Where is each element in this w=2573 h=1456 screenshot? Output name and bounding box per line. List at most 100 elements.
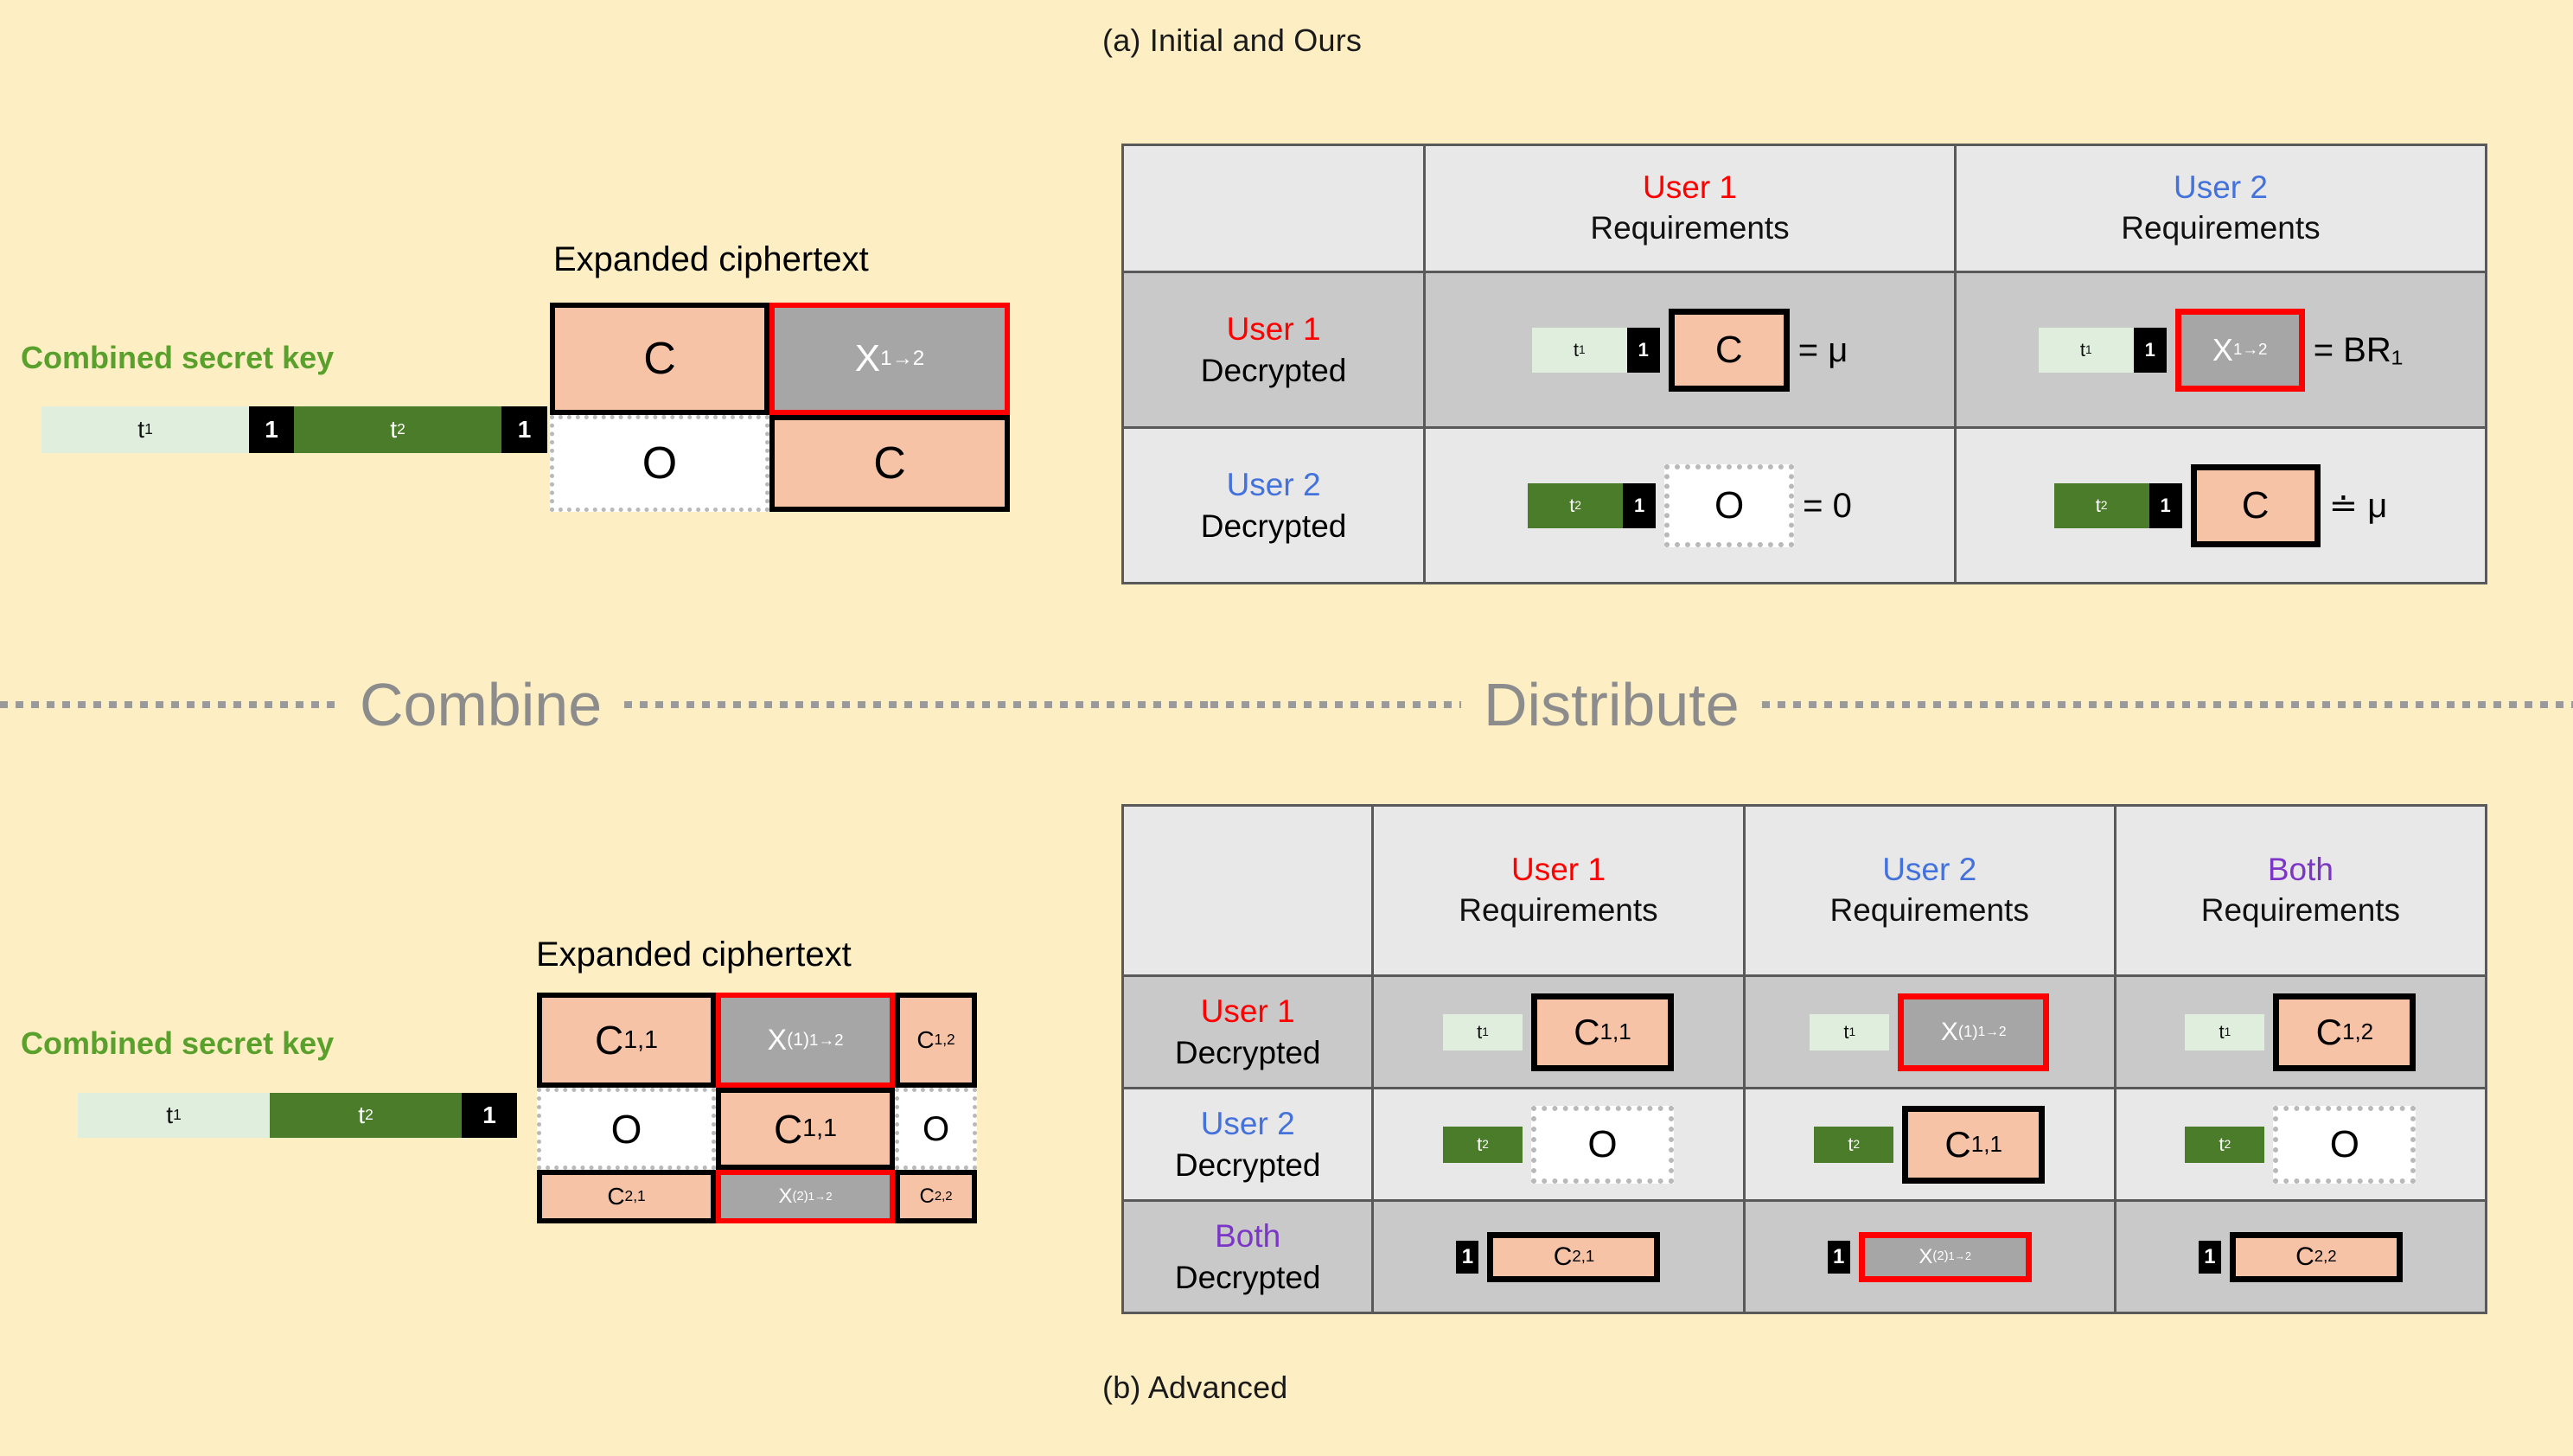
box-text: C (2241, 483, 2270, 527)
matrix-cell-text: C (916, 1026, 935, 1053)
matrix-cell-superscript: (1) (787, 1030, 809, 1050)
matrix-cell-highlighted: X(2)1→2 (716, 1170, 895, 1223)
zero-box: O (2273, 1105, 2417, 1184)
matrix-cell-superscript: 1,1 (802, 1114, 837, 1143)
header-user-name: User 1 (1643, 169, 1737, 205)
requirements-table-b: User 1 Requirements User 2 Requirements … (1120, 804, 2488, 1314)
box-subscript: 1→2 (1977, 1024, 2007, 1039)
matrix-cell-subscript: 1→2 (808, 1030, 844, 1049)
divider-dots-right (624, 701, 1210, 708)
box-text: O (1587, 1122, 1618, 1165)
matrix-cell-superscript: 2,1 (624, 1187, 646, 1205)
header-user-name: User 1 (1510, 851, 1606, 887)
result-expression: ≐ μ (2328, 486, 2388, 525)
row-label-state: Decrypted (1174, 1034, 1321, 1070)
key-seg-sub: 1 (173, 1106, 182, 1124)
row-label-user: User 2 (1226, 467, 1321, 503)
box-superscript: 2,1 (1572, 1247, 1595, 1266)
header-user1-requirements: User 1 Requirements (1371, 804, 1746, 977)
key-segment-one: 1 (1623, 482, 1657, 528)
box-text: C (1944, 1123, 1971, 1165)
matrix-cell-highlighted: X(1)1→2 (716, 993, 895, 1088)
key-segment-one: 1 (249, 406, 294, 453)
matrix-cell-text: X (767, 1024, 788, 1057)
combined-secret-key-label-b: Combined secret key (21, 1025, 335, 1061)
row-label-state: Decrypted (1174, 1259, 1321, 1295)
divider-word-distribute: Distribute (1484, 671, 1740, 738)
row-label-user: Both (1215, 1218, 1281, 1255)
key-segment-one: 1 (1626, 327, 1660, 373)
header-user1-requirements: User 1 Requirements (1423, 144, 1957, 273)
expanded-ciphertext-label-a: Expanded ciphertext (553, 240, 869, 278)
requirements-table-a: User 1 Requirements User 2 Requirements … (1120, 144, 2488, 584)
matrix-cell-text: O (922, 1109, 950, 1148)
result-expression: = μ (1797, 330, 1848, 369)
matrix-cell-zero: O (550, 415, 769, 512)
divider-word-combine: Combine (360, 671, 603, 738)
box-text: X (2212, 331, 2233, 367)
box-superscript: 1,1 (1599, 1019, 1631, 1045)
result-expression: = 0 (1803, 486, 1852, 525)
row-label-user: User 2 (1200, 1106, 1295, 1142)
matrix-cell-text: C (774, 1106, 803, 1152)
expanded-ciphertext-label-b: Expanded ciphertext (536, 936, 852, 974)
header-user2-requirements: User 2 Requirements (1742, 804, 2116, 977)
divider-combine: Combine (0, 666, 1210, 744)
row-label-user: User 1 (1200, 993, 1295, 1030)
header-requirements-text: Requirements (1459, 892, 1658, 929)
matrix-cell-superscript: 1,1 (623, 1025, 658, 1054)
header-corner-cell (1120, 144, 1427, 273)
caption-panel-b: (b) Advanced (1102, 1370, 1288, 1405)
header-requirements-text: Requirements (2121, 210, 2321, 246)
matrix-cell-text: O (610, 1106, 642, 1152)
box-text: O (2329, 1122, 2359, 1165)
header-user-name: User 2 (1882, 851, 1977, 887)
box-superscript: 1,1 (1970, 1131, 2002, 1158)
divider-dots-right (1761, 701, 2573, 708)
key-segment-one: 1 (2198, 1240, 2221, 1274)
header-corner-cell (1120, 804, 1375, 977)
matrix-cell-text: O (642, 438, 678, 489)
key-segment-one: 1 (2133, 327, 2167, 373)
result-expression: = BR₁ (2313, 330, 2404, 369)
noise-box-x2-highlighted: X(2)1→2 (1858, 1231, 2032, 1282)
key-segment-one: 1 (2148, 482, 2182, 528)
box-text: C (1714, 328, 1743, 371)
matrix-cell-superscript: 2,2 (934, 1189, 953, 1204)
box-text: O (1714, 483, 1745, 527)
